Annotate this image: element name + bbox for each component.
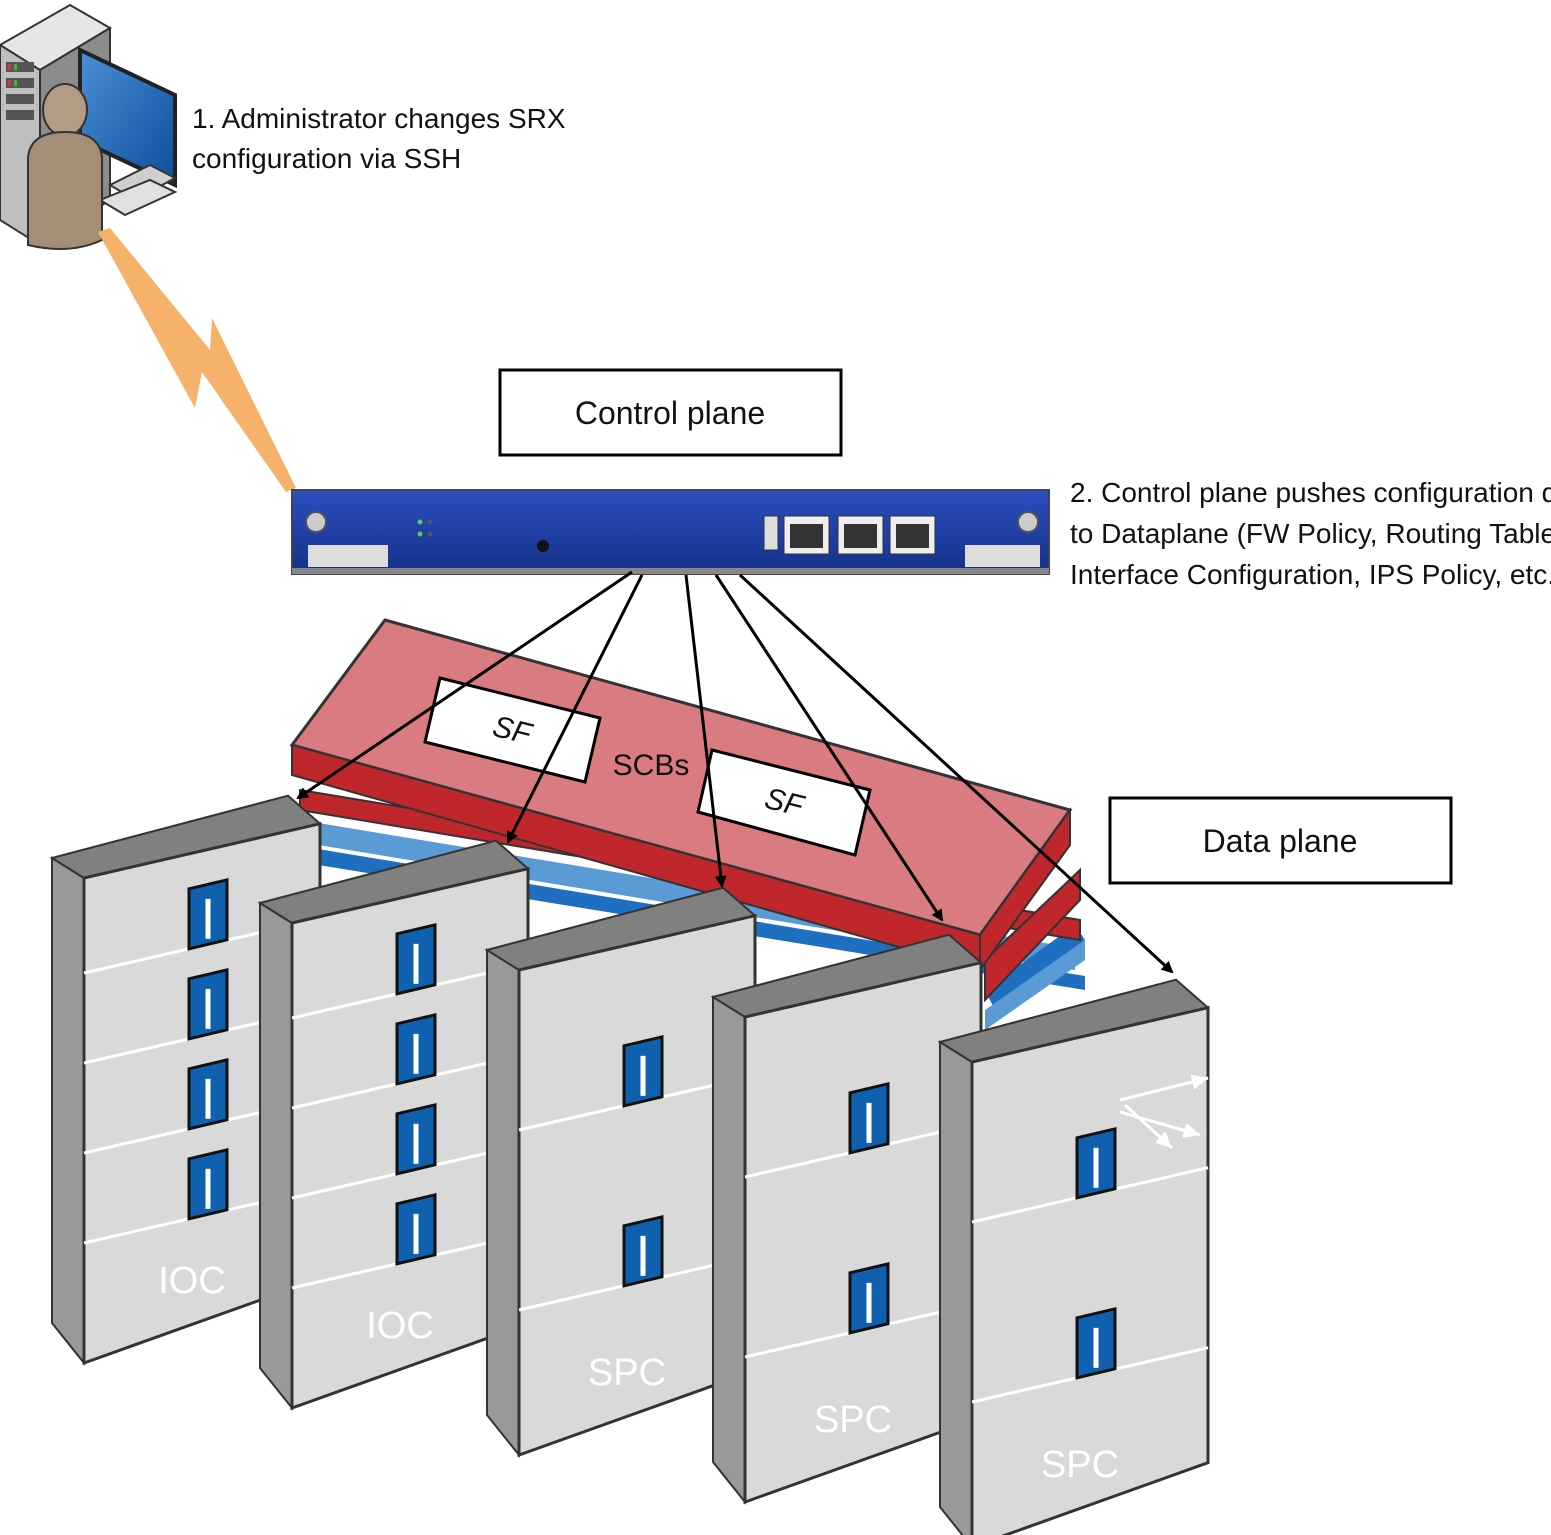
data-plane-label: Data plane bbox=[1203, 823, 1358, 859]
admin-workstation bbox=[0, 3, 178, 250]
config-arrow bbox=[714, 574, 944, 922]
switch-fabric-chip: SF bbox=[696, 748, 872, 857]
config-push-arrows bbox=[296, 570, 1174, 974]
card-face bbox=[970, 1005, 1210, 1535]
traffic-arrows bbox=[1119, 1074, 1209, 1150]
port-icon bbox=[395, 922, 437, 996]
card-edge bbox=[712, 995, 746, 1505]
line-card: SPC bbox=[484, 886, 758, 1458]
card-label: SPC bbox=[814, 1399, 892, 1441]
lightning-bolt-icon bbox=[98, 228, 296, 492]
port-icon bbox=[622, 1034, 664, 1108]
user-icon bbox=[27, 83, 103, 250]
port-icon bbox=[187, 877, 229, 951]
card-label: SPC bbox=[1041, 1444, 1119, 1486]
port-icon bbox=[395, 1012, 437, 1086]
line-card: SPC bbox=[710, 933, 984, 1505]
port-icon bbox=[848, 1261, 890, 1335]
port-icon bbox=[187, 967, 229, 1041]
control-plane-box: Control plane bbox=[498, 368, 843, 457]
admin-label-line2: configuration via SSH bbox=[192, 143, 461, 174]
routing-engine-module-icon bbox=[291, 489, 1050, 575]
card-label: IOC bbox=[158, 1260, 226, 1302]
push-label-line2: to Dataplane (FW Policy, Routing Table, bbox=[1070, 518, 1551, 549]
data-plane-box: Data plane bbox=[1108, 796, 1453, 885]
line-card: SPC bbox=[937, 978, 1211, 1535]
port-icon bbox=[622, 1214, 664, 1288]
port-icon bbox=[187, 1147, 229, 1221]
port-icon bbox=[848, 1081, 890, 1155]
monitor-icon bbox=[78, 46, 178, 217]
card-edge bbox=[259, 901, 293, 1411]
port-icon bbox=[395, 1102, 437, 1176]
config-arrow bbox=[296, 570, 633, 800]
push-label-line3: Interface Configuration, IPS Policy, etc… bbox=[1070, 559, 1551, 590]
port-icon bbox=[1075, 1306, 1117, 1380]
card-edge bbox=[939, 1040, 973, 1535]
switch-fabric-chip: SF bbox=[423, 676, 602, 784]
control-plane-label: Control plane bbox=[575, 395, 765, 431]
push-label-line1: 2. Control plane pushes configuration do… bbox=[1070, 477, 1551, 508]
line-cards: IOC IOC SPC SPC SPC bbox=[49, 794, 1211, 1535]
card-label: SPC bbox=[588, 1352, 666, 1394]
port-icon bbox=[187, 1057, 229, 1131]
config-arrow bbox=[738, 573, 1174, 974]
card-edge bbox=[486, 948, 520, 1458]
card-edge bbox=[51, 856, 85, 1366]
config-arrow bbox=[684, 574, 727, 888]
port-icon bbox=[1075, 1126, 1117, 1200]
admin-label-line1: 1. Administrator changes SRX bbox=[192, 103, 566, 134]
card-label: IOC bbox=[366, 1305, 434, 1347]
config-arrow bbox=[506, 574, 644, 844]
port-icon bbox=[395, 1192, 437, 1266]
scb-label: SCBs bbox=[613, 749, 690, 782]
